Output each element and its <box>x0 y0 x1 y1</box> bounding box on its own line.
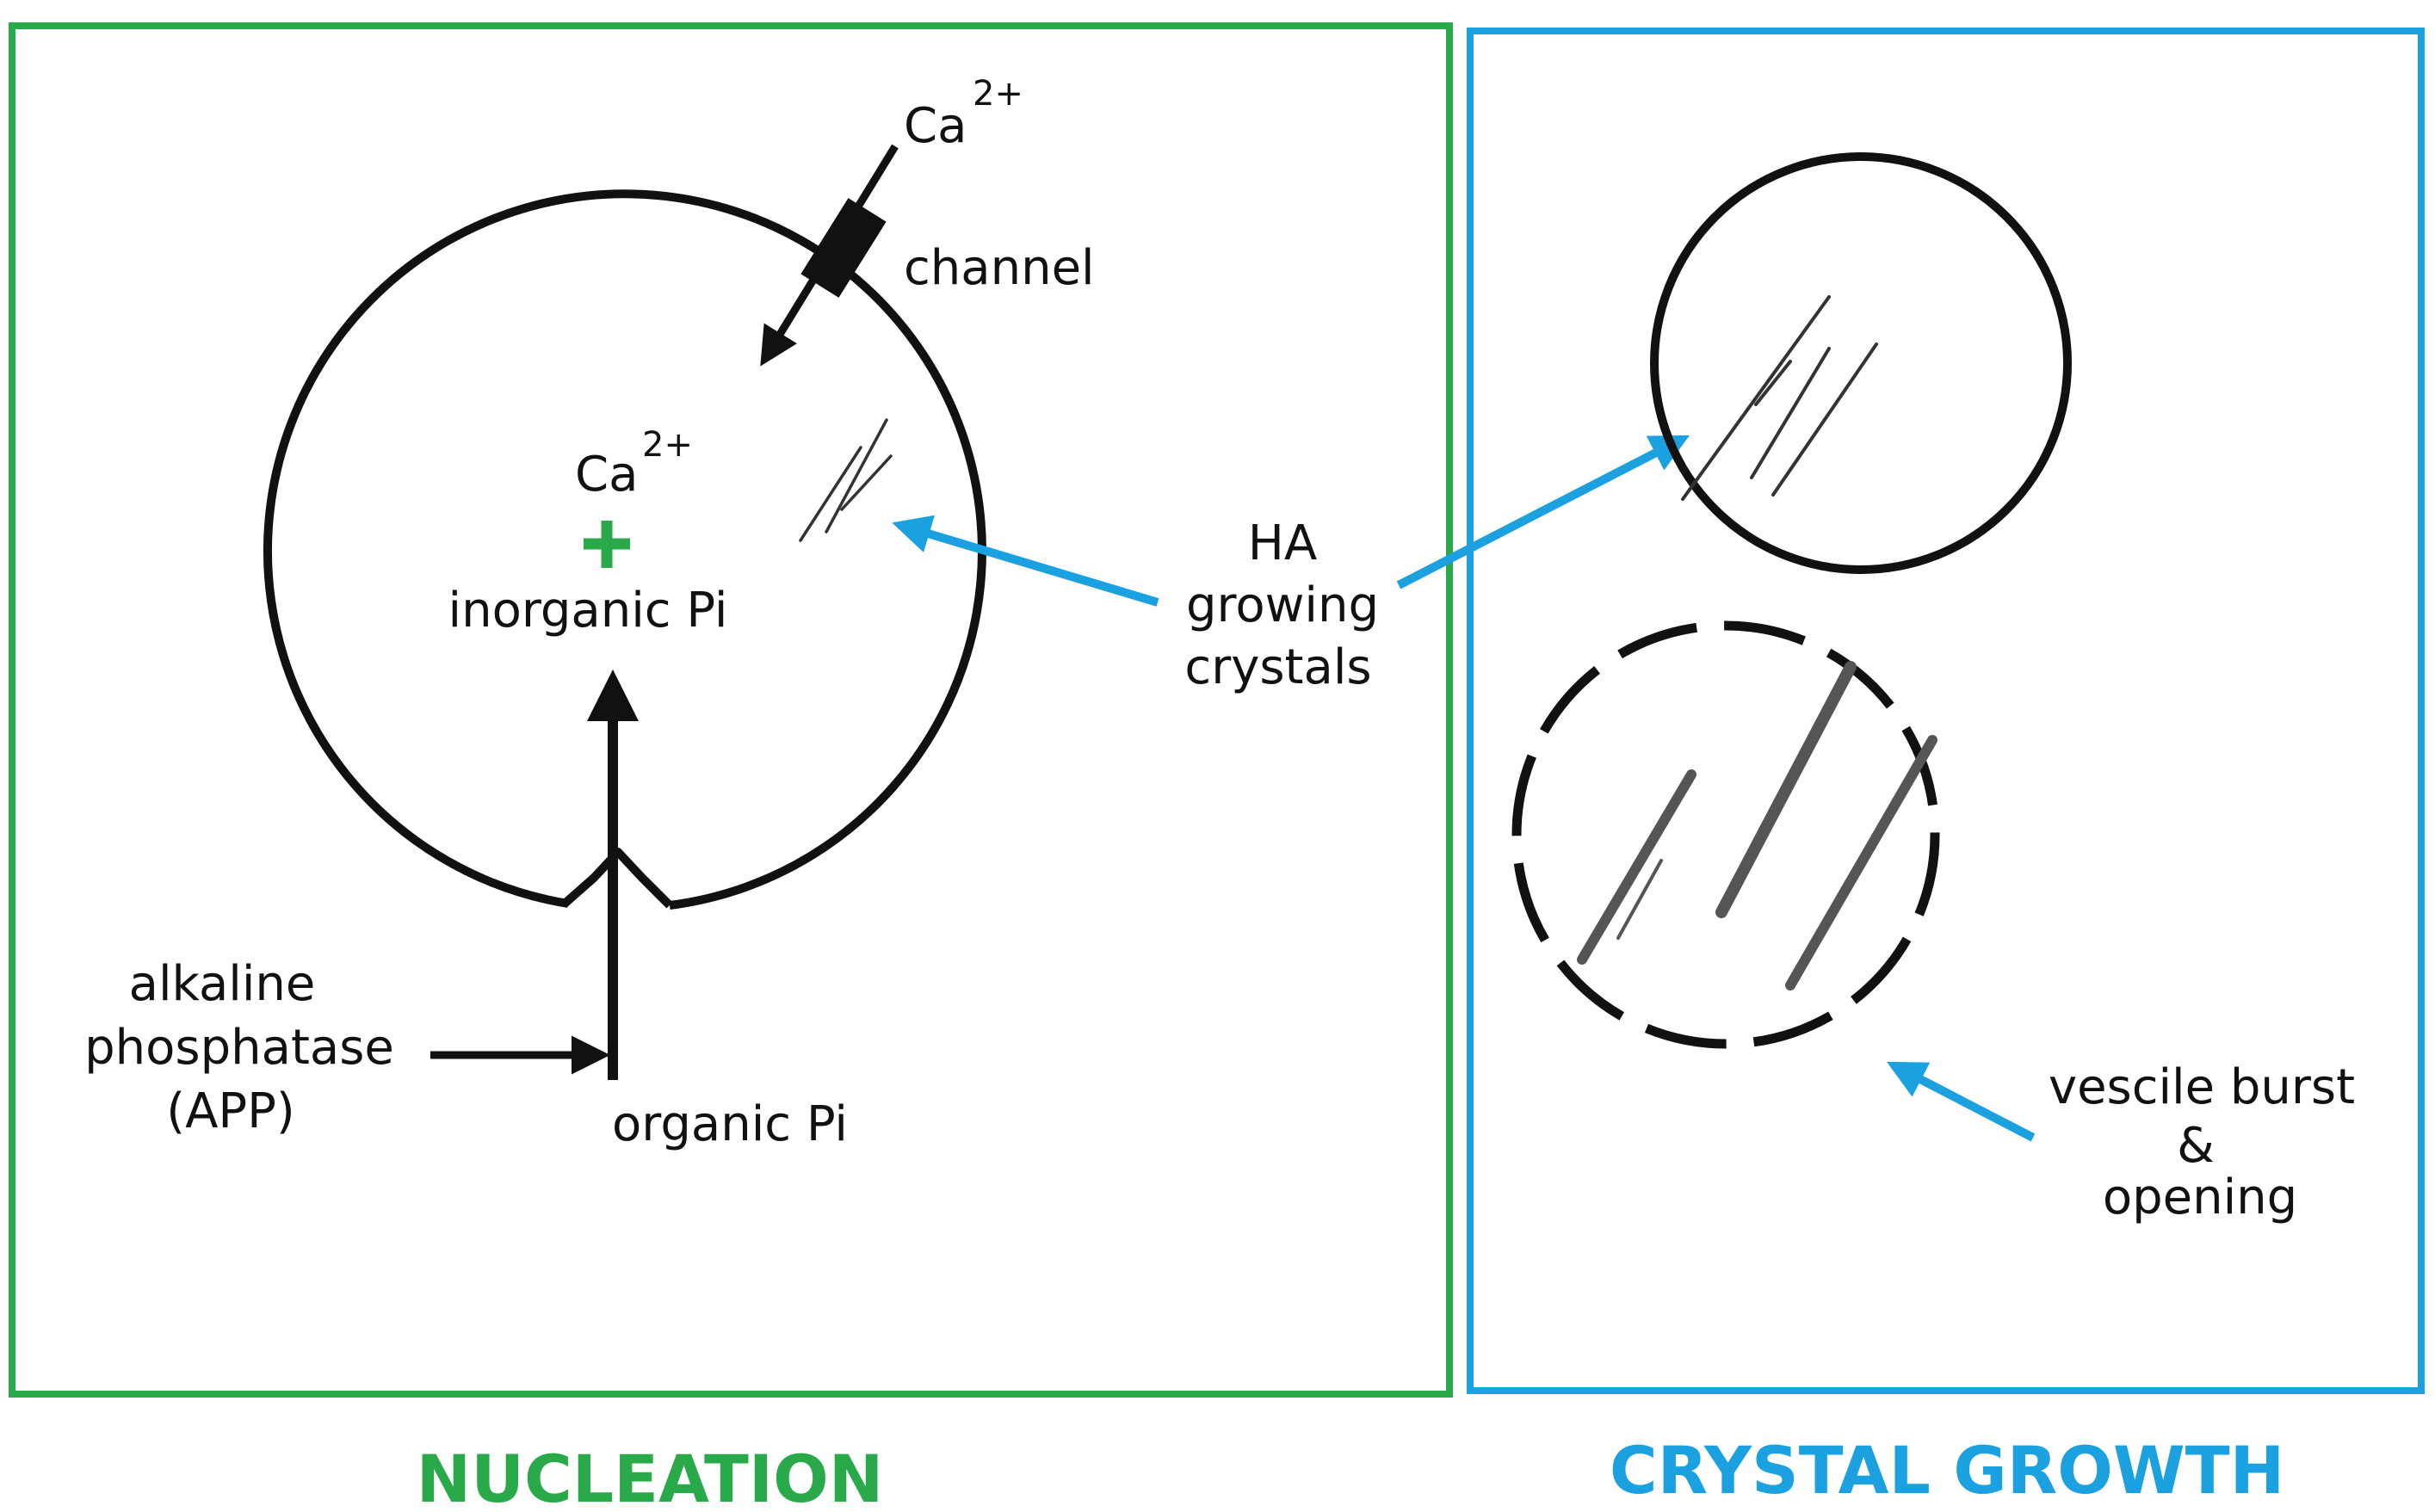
ha-arrow-to-growth <box>1396 435 1690 589</box>
app-label-line1: alkaline <box>129 956 316 1012</box>
ha-label-line3: crystals <box>1184 639 1371 695</box>
channel-icon <box>800 198 887 298</box>
growth-title: CRYSTAL GROWTH <box>1610 1432 2284 1509</box>
ha-label-line1: HA <box>1248 515 1317 571</box>
growth-panel-frame <box>1467 28 2425 1394</box>
ha-label-line2: growing <box>1186 577 1379 633</box>
burst-label-line1: vescile burst <box>2049 1059 2355 1115</box>
app-label-line3: (APP) <box>166 1083 295 1139</box>
ha-crystals-medium-icon <box>1681 295 1878 501</box>
ca-inner-label: Ca <box>575 447 638 503</box>
ca-inner-charge: 2+ <box>642 425 693 465</box>
ca-top-label: Ca <box>904 98 967 154</box>
plus-icon <box>584 521 630 568</box>
ha-arrow-to-nucleation <box>892 515 1159 607</box>
burst-label-line2: & <box>2177 1118 2215 1174</box>
app-label-line2: phosphatase <box>84 1020 394 1076</box>
channel-label: channel <box>904 240 1095 296</box>
ha-crystals-large-icon <box>1577 661 1937 991</box>
burst-label-line3: opening <box>2103 1169 2297 1225</box>
vesicle-membrane <box>263 189 986 910</box>
ca-top-charge: 2+ <box>973 74 1023 114</box>
ha-crystals-small-icon <box>799 418 893 542</box>
nucleation-title: NUCLEATION <box>417 1441 884 1512</box>
organic-pi-label: organic Pi <box>612 1096 848 1152</box>
burst-vesicle <box>1511 620 1940 1049</box>
inorganic-pi-label: inorganic Pi <box>448 583 728 639</box>
intact-vesicle <box>1650 152 2072 574</box>
burst-arrow <box>1887 1061 2036 1142</box>
nucleation-panel-frame <box>9 22 1453 1398</box>
